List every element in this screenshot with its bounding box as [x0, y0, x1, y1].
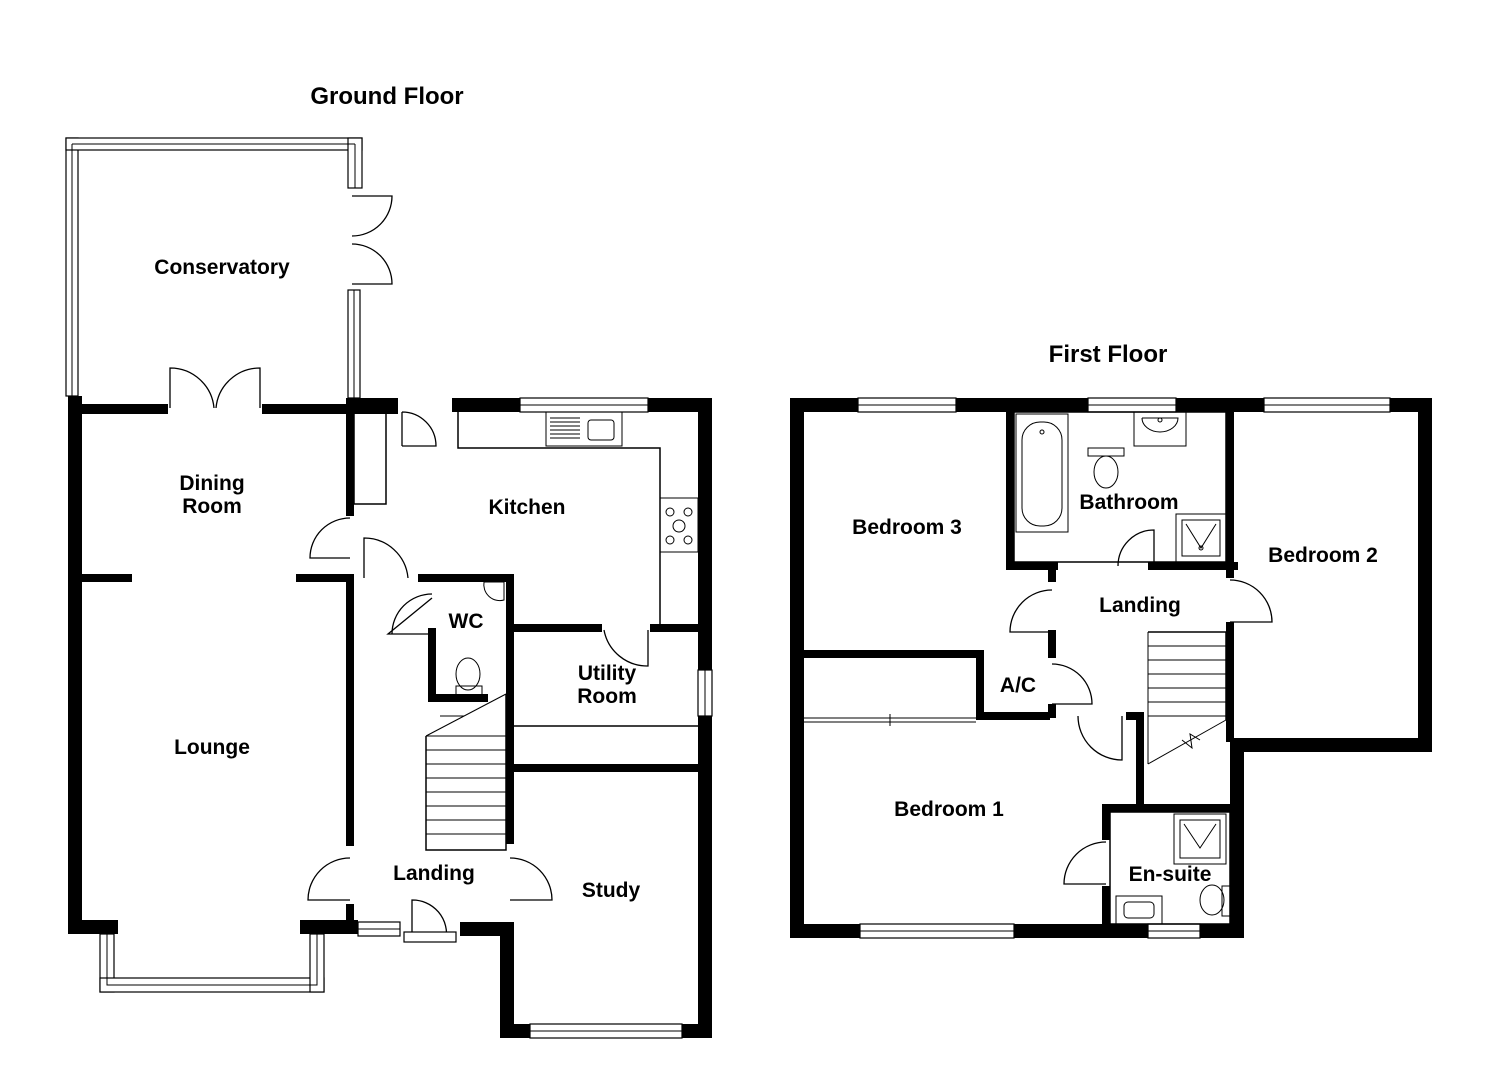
dining-french-doors	[169, 367, 261, 409]
wc-fixtures	[455, 581, 505, 697]
room-label-bedroom1: Bedroom 1	[894, 798, 1004, 821]
hob-icon	[659, 497, 699, 553]
room-label-bedroom3: Bedroom 3	[852, 516, 962, 539]
room-label-study: Study	[582, 879, 641, 902]
room-label-utility-line1: Utility	[578, 662, 637, 685]
room-label-dining-line2: Room	[182, 495, 242, 518]
ground-floor-windows	[357, 397, 713, 1039]
ensuite-shower-icon	[1173, 813, 1227, 865]
ground-floor-walls	[68, 396, 712, 1038]
first-floor-windows	[857, 397, 1391, 939]
kitchen-units	[353, 411, 699, 624]
bedroom1-wardrobe	[804, 714, 976, 726]
lounge-bay-window	[99, 933, 325, 993]
room-label-landing-first: Landing	[1099, 594, 1181, 617]
bathroom-fixtures	[1013, 411, 1227, 563]
first-floor-doors	[1009, 529, 1273, 885]
room-label-landing-ground: Landing	[393, 862, 475, 885]
basin-icon	[1133, 411, 1187, 447]
toilet-icon	[1087, 447, 1125, 489]
first-floor-title: First Floor	[1049, 341, 1168, 368]
room-label-kitchen: Kitchen	[488, 496, 565, 519]
room-label-utility-line2: Room	[577, 685, 637, 708]
ensuite-toilet-icon	[1199, 884, 1231, 917]
first-floor-walls	[790, 398, 1432, 938]
first-floor-plan: First Floor	[790, 341, 1432, 939]
room-label-ensuite: En-suite	[1129, 863, 1212, 886]
ground-floor-staircase	[425, 693, 507, 851]
room-label-bathroom: Bathroom	[1079, 491, 1178, 514]
conservatory-french-doors	[351, 195, 393, 285]
room-label-dining-line1: Dining	[179, 472, 244, 495]
room-label-bedroom2: Bedroom 2	[1268, 544, 1378, 567]
ground-floor-plan: Ground Floor	[65, 83, 713, 1039]
ground-floor-title: Ground Floor	[310, 83, 463, 110]
bath-icon	[1015, 413, 1069, 533]
ensuite-basin-icon	[1115, 895, 1163, 925]
conservatory-glazing	[65, 137, 363, 399]
shower-tray-icon	[1175, 513, 1227, 563]
first-floor-staircase	[1147, 631, 1227, 765]
room-label-conservatory: Conservatory	[154, 256, 290, 279]
ground-floor-doors	[307, 517, 649, 943]
room-label-lounge: Lounge	[174, 736, 250, 759]
room-label-airing-cupboard: A/C	[1000, 674, 1036, 697]
ensuite-fixtures	[1109, 811, 1231, 925]
room-label-wc: WC	[449, 610, 484, 633]
sink-icon	[550, 417, 615, 441]
